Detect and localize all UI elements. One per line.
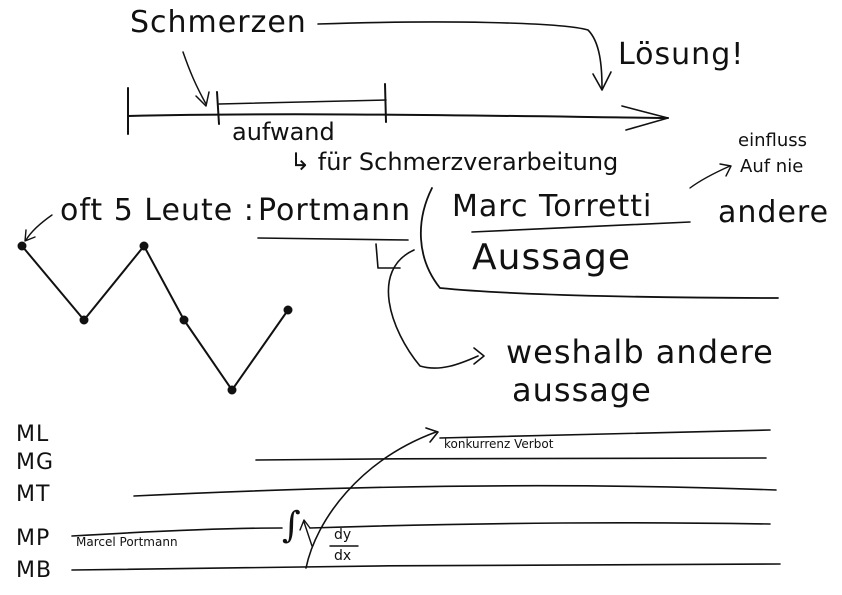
loesung-arrow	[317, 21, 603, 89]
integral-symbol: ∫	[282, 505, 301, 546]
zigzag-point	[283, 305, 293, 315]
integral-arrowhead	[299, 519, 311, 531]
label-mb: MB	[16, 558, 53, 583]
zigzag-point	[17, 241, 27, 251]
note-loesung: Lösung!	[618, 37, 745, 72]
timeline-tick-3	[384, 83, 387, 123]
zigzag-point	[227, 385, 237, 395]
schmerzen-arrowhead	[195, 91, 210, 107]
label-mg: MG	[16, 450, 55, 475]
note-weshalb-andere: weshalb andere	[506, 333, 774, 371]
einfluss-arrow	[689, 165, 731, 189]
oft-arrowhead	[24, 229, 36, 242]
label-mp: MP	[16, 526, 51, 551]
note-auf-nie: Auf nie	[740, 156, 804, 177]
aussage-underline	[471, 221, 691, 233]
konkurrenz-arrow	[305, 431, 437, 569]
note-andere: andere	[718, 195, 830, 230]
schmerzen-arrow	[182, 51, 207, 105]
note-aussage: Aussage	[472, 237, 632, 278]
integral-arrow	[303, 521, 313, 547]
weshalb-connector	[387, 249, 479, 369]
oft-arrow	[25, 214, 53, 241]
ml-line	[439, 429, 771, 439]
konkurrenz-arrowhead	[425, 427, 439, 443]
fraction-dx: dx	[334, 548, 352, 564]
mb-line	[71, 563, 781, 571]
weshalb-arrowhead	[473, 347, 485, 365]
mg-line	[255, 457, 767, 461]
einfluss-arrowhead	[719, 163, 732, 177]
note-schmerzen: Schmerzen	[130, 5, 307, 40]
note-einfluss: einfluss	[738, 130, 807, 151]
note-aufwand: aufwand	[232, 118, 335, 146]
label-mt: MT	[16, 482, 51, 507]
zigzag-point	[79, 315, 89, 325]
note-marcel-portmann: Marcel Portmann	[76, 535, 178, 549]
fraction-dy: dy	[334, 527, 352, 543]
zigzag-point	[179, 315, 189, 325]
label-ml: ML	[16, 422, 50, 447]
note-oft-5-leute: oft 5 Leute :	[60, 193, 255, 228]
portmann-bracket	[375, 243, 401, 269]
zigzag-point	[139, 241, 149, 251]
timeline-line	[127, 113, 669, 119]
note-konkurrenz-verbot: konkurrenz Verbot	[444, 437, 554, 451]
timeline-arrowhead	[621, 105, 669, 131]
loesung-arrowhead	[592, 71, 612, 91]
portmann-underline	[257, 237, 409, 241]
note-portmann: Portmann	[258, 193, 412, 228]
mp-line-right	[309, 522, 771, 529]
aufwand-bracket	[218, 99, 387, 105]
mt-line	[133, 484, 777, 497]
zigzag-line	[21, 245, 289, 391]
timeline-tick-2	[216, 91, 220, 125]
note-marc-torretti: Marc Torretti	[452, 189, 653, 224]
mp-line	[71, 527, 283, 537]
note-schmerzverarbeitung: ↳ für Schmerzverarbeitung	[290, 148, 619, 176]
note-aussage-2: aussage	[512, 371, 652, 409]
torretti-paren	[419, 187, 779, 299]
